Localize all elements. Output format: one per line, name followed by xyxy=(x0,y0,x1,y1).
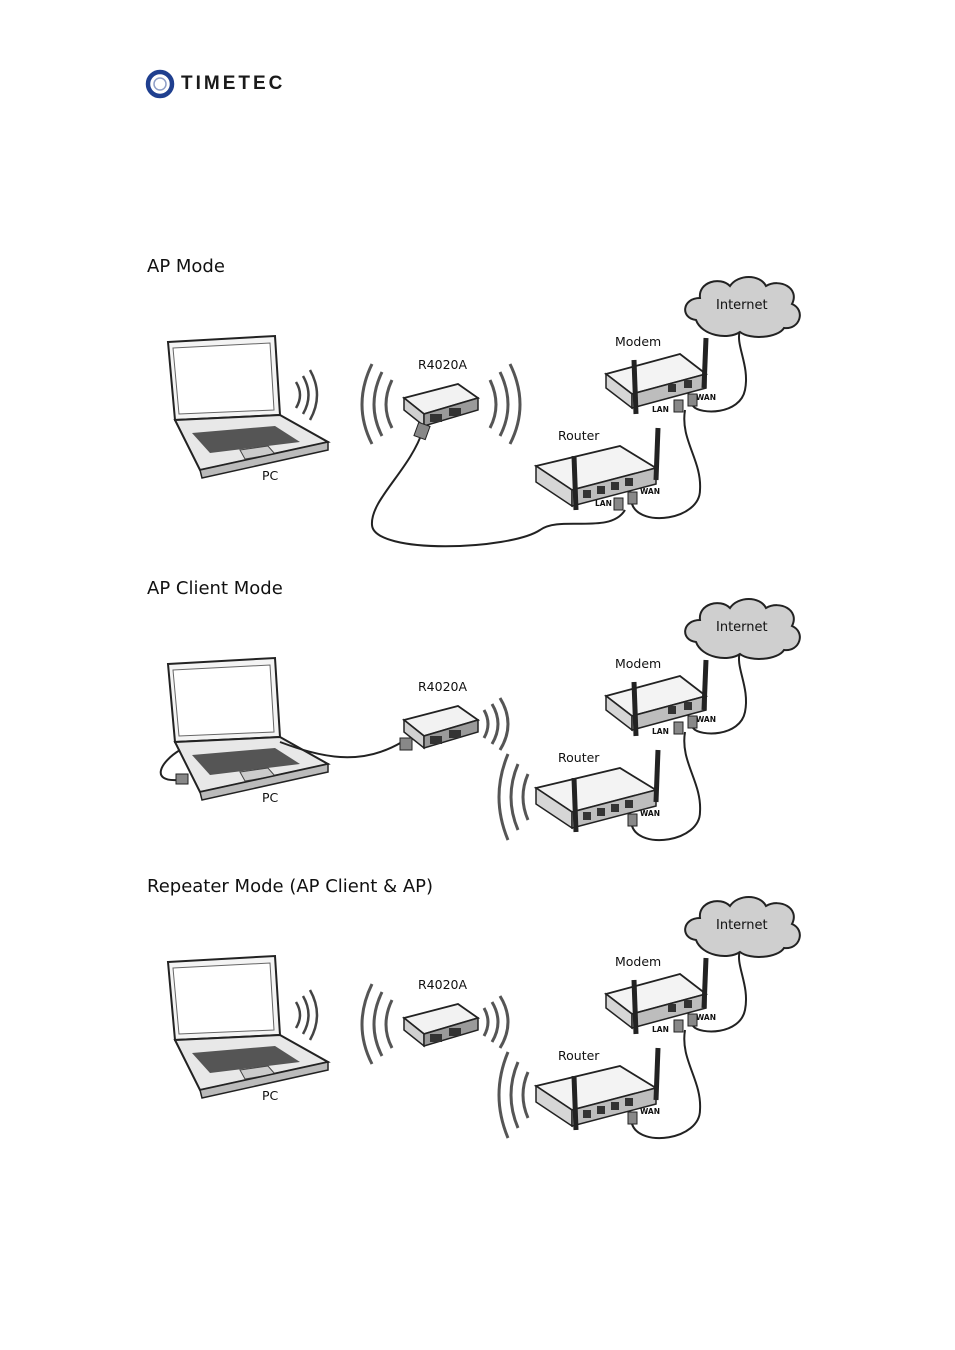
router-label: Router xyxy=(558,750,600,765)
modem-label: Modem xyxy=(615,334,661,349)
pc-label: PC xyxy=(262,1088,279,1103)
router-lan-label: LAN xyxy=(595,499,612,508)
laptop-icon xyxy=(168,336,328,478)
modem-label: Modem xyxy=(615,656,661,671)
r4020a-device-icon xyxy=(404,706,478,748)
repeater-mode-diagram: PC R4020A Router WAN xyxy=(140,890,820,1190)
ring-logo-icon xyxy=(145,69,175,99)
pc-wireless-waves-icon xyxy=(296,990,317,1040)
modem-wan-label: WAN xyxy=(696,393,716,402)
pc-wireless-waves-icon xyxy=(296,370,317,420)
device-label: R4020A xyxy=(418,977,467,992)
device-label: R4020A xyxy=(418,357,467,372)
internet-label: Internet xyxy=(716,620,768,635)
internet-label: Internet xyxy=(716,918,768,933)
brand-name: TIMETEC xyxy=(181,73,285,95)
router-label: Router xyxy=(558,428,600,443)
modem-lan-label: LAN xyxy=(652,405,669,414)
modem-lan-label: LAN xyxy=(652,727,669,736)
modem-label: Modem xyxy=(615,954,661,969)
r4020a-device-icon xyxy=(404,1004,478,1046)
laptop-icon xyxy=(168,658,328,800)
internet-label: Internet xyxy=(716,298,768,313)
router-label: Router xyxy=(558,1048,600,1063)
pc-label: PC xyxy=(262,468,279,483)
modem-wan-label: WAN xyxy=(696,715,716,724)
laptop-icon xyxy=(168,956,328,1098)
modem-lan-label: LAN xyxy=(652,1025,669,1034)
timetec-logo: TIMETEC xyxy=(145,68,285,100)
device-label: R4020A xyxy=(418,679,467,694)
ap-client-mode-diagram: PC R4020A Router WAN xyxy=(140,592,820,892)
r4020a-waves-icon xyxy=(484,698,508,750)
r4020a-device-icon xyxy=(404,384,478,426)
ap-mode-diagram: PC R4020A Router LAN WAN xyxy=(140,270,820,570)
router-waves-icon xyxy=(499,754,528,840)
router-waves-icon xyxy=(499,1052,528,1138)
router-wan-label: WAN xyxy=(640,1107,660,1116)
modem-wan-label: WAN xyxy=(696,1013,716,1022)
router-wan-label: WAN xyxy=(640,809,660,818)
pc-label: PC xyxy=(262,790,279,805)
router-wan-label: WAN xyxy=(640,487,660,496)
